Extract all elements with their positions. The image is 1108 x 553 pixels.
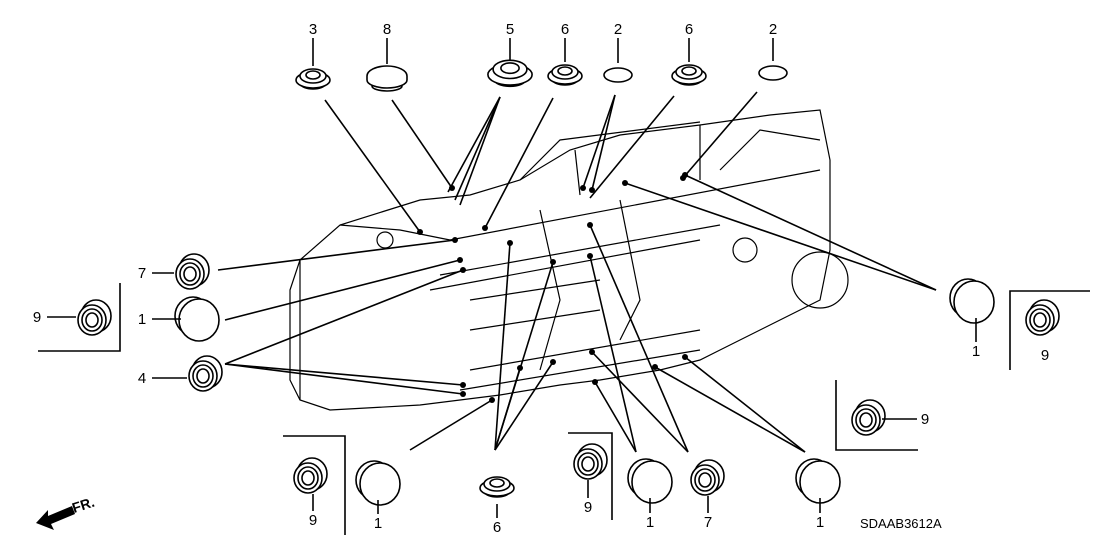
callout-label: 1	[972, 343, 980, 360]
part-2-seal-ring[interactable]	[603, 67, 633, 83]
callout-label: 4	[138, 370, 146, 387]
part-2-seal-ring[interactable]	[758, 65, 788, 81]
part-9-grommet-side[interactable]	[293, 457, 328, 494]
front-label: FR.	[70, 494, 96, 516]
diagram-code: SDAAB3612A	[860, 516, 942, 531]
callout-label: 9	[1041, 347, 1049, 364]
part-1-plug[interactable]	[627, 458, 673, 504]
part-9-grommet-side[interactable]	[573, 443, 608, 480]
callout-label: 5	[506, 21, 514, 38]
part-3-grommet[interactable]	[295, 68, 331, 90]
part-1-plug[interactable]	[949, 278, 995, 324]
parts-layer	[77, 59, 1060, 506]
part-9-grommet-side[interactable]	[1025, 299, 1060, 336]
attachment-points	[417, 172, 688, 403]
callout-label: 1	[138, 311, 146, 328]
part-6-grommet[interactable]	[479, 476, 515, 498]
part-4-grommet-side[interactable]	[188, 355, 223, 392]
part-9-grommet-side[interactable]	[851, 399, 886, 436]
front-arrow-icon	[36, 506, 75, 530]
callout-label: 9	[309, 512, 317, 529]
part-8-cap[interactable]	[366, 65, 408, 92]
part-7-grommet-side[interactable]	[690, 459, 725, 496]
callout-label: 6	[561, 21, 569, 38]
part-6-grommet[interactable]	[671, 64, 707, 86]
part-1-plug[interactable]	[795, 458, 841, 504]
callout-label: 1	[374, 515, 382, 532]
car-body	[289, 109, 849, 411]
part-1-plug[interactable]	[174, 296, 220, 342]
callout-label: 3	[309, 21, 317, 38]
callout-label: 6	[685, 21, 693, 38]
callout-label: 9	[921, 411, 929, 428]
leader-lines	[217, 91, 937, 453]
part-7-grommet-side[interactable]	[175, 253, 210, 290]
callout-label: 2	[769, 21, 777, 38]
callout-label: 6	[493, 519, 501, 536]
callout-label: 7	[704, 514, 712, 531]
callout-label: 1	[816, 514, 824, 531]
callout-label: 9	[584, 499, 592, 516]
callout-label: 8	[383, 21, 391, 38]
part-5-grommet-large[interactable]	[487, 59, 533, 88]
callout-labels: 3 8 5 6 2 6 2 7 1 4 9 9 1 6 9 1 7 1 9 1 9	[33, 21, 1049, 536]
callout-label: 1	[646, 514, 654, 531]
part-6-grommet[interactable]	[547, 64, 583, 86]
callout-label: 7	[138, 265, 146, 282]
callout-label: 9	[33, 309, 41, 326]
callout-label: 2	[614, 21, 622, 38]
front-indicator: FR.	[36, 494, 96, 530]
part-9-grommet-side[interactable]	[77, 299, 112, 336]
group-brackets	[38, 283, 1090, 535]
part-1-plug[interactable]	[355, 460, 401, 506]
